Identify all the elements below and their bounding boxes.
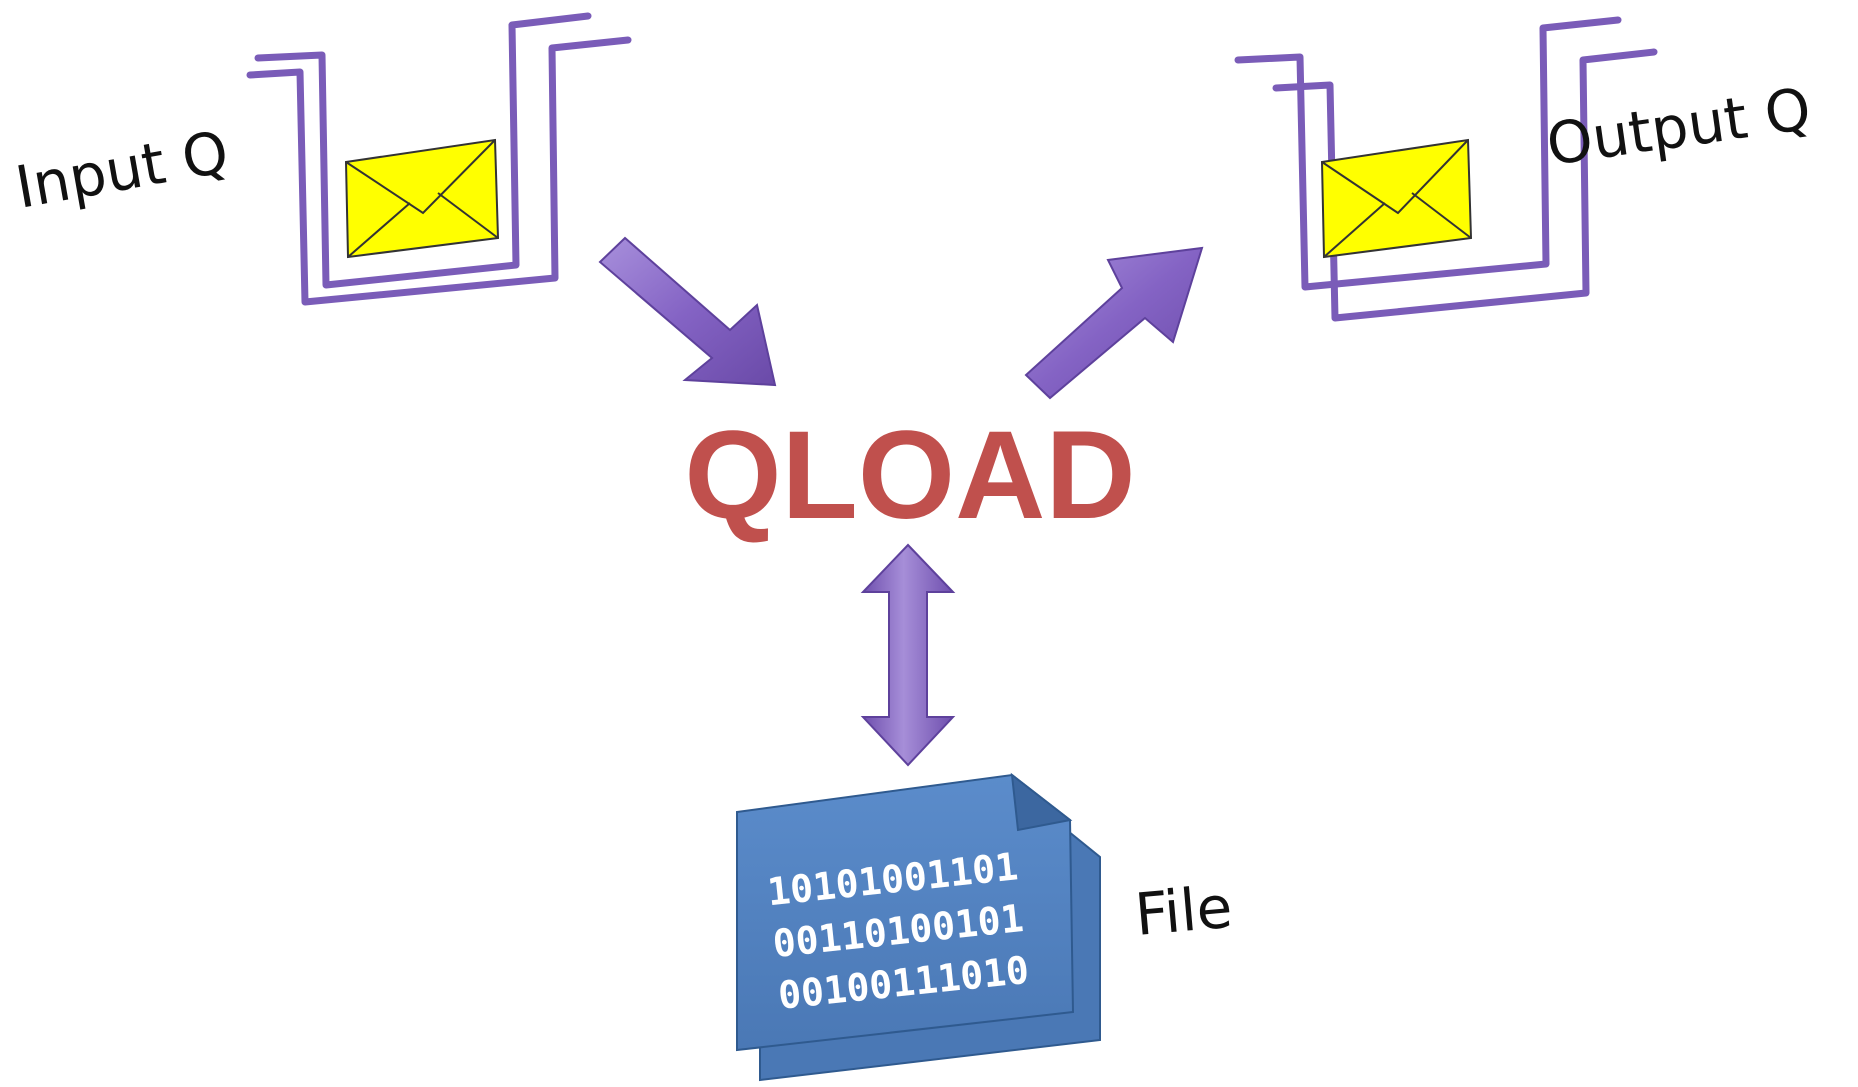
input-queue: Input Q (11, 12, 632, 306)
arrow-down-right-icon (598, 236, 777, 387)
file-contents: 10101001101 00110100101 00100111010 (765, 844, 1031, 1017)
input-queue-label: Input Q (11, 118, 234, 222)
envelope-icon (1320, 138, 1473, 259)
arrow-up-right-icon (1024, 246, 1204, 400)
file-label: File (1132, 873, 1235, 949)
qload-title: QLOAD (684, 406, 1135, 545)
message-queue-icon (1234, 16, 1658, 322)
double-arrow-vertical-icon (860, 543, 956, 767)
message-queue-icon (246, 12, 632, 306)
output-queue: Output Q (1234, 16, 1815, 322)
binary-file-icon: 10101001101 00110100101 00100111010 (736, 772, 1101, 1082)
envelope-icon (344, 138, 500, 259)
